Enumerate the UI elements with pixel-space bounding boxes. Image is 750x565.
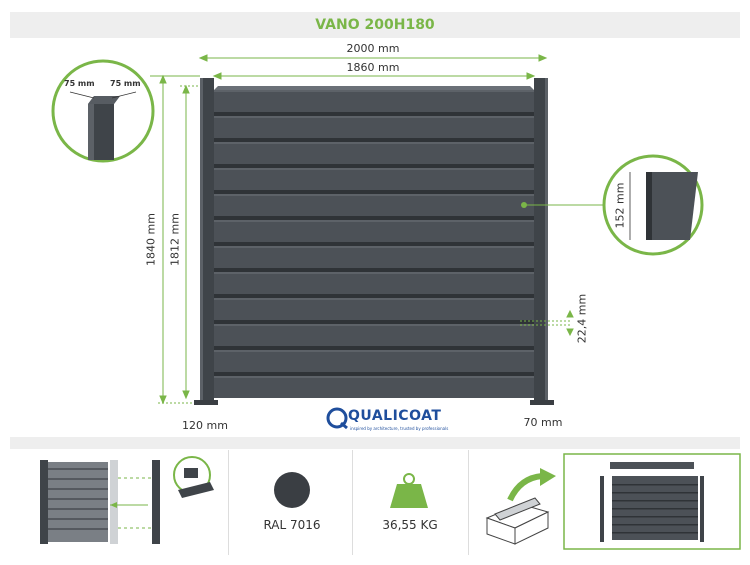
- color-swatch-icon: [274, 472, 310, 508]
- feature-divider: [468, 450, 469, 555]
- color-label: RAL 7016: [263, 518, 321, 532]
- top-cap: [214, 86, 534, 90]
- panel-height-label: 1812 mm: [168, 213, 182, 266]
- fence-slats: [214, 90, 534, 398]
- total-height-label: 1840 mm: [144, 213, 158, 266]
- box-delivery-icon: [485, 468, 556, 545]
- weight-label: 36,55 KG: [382, 518, 438, 532]
- gap-callout: [520, 309, 574, 337]
- left-post-base: [194, 400, 218, 405]
- qualicoat-logo: [326, 407, 348, 430]
- qualicoat-tagline: inspired by architecture, trusted by pro…: [350, 426, 449, 431]
- dim-line-total-width: [198, 54, 548, 62]
- feature-divider: [352, 450, 353, 555]
- post-section-a-label: 75 mm: [64, 79, 95, 88]
- qualicoat-brand: QUALICOAT: [348, 408, 442, 424]
- page-title: VANO 200H180: [315, 17, 435, 33]
- title-bar: VANO 200H180: [10, 12, 740, 38]
- dim-line-panel-height: [180, 84, 212, 400]
- post-base-label: 120 mm: [182, 419, 228, 432]
- section-divider: [10, 437, 740, 449]
- right-post-base: [530, 400, 554, 405]
- post-detail-callout: [51, 59, 200, 163]
- slat-detail-callout: [521, 154, 704, 256]
- dim-line-panel-width: [212, 72, 536, 80]
- post-section-b-label: 75 mm: [110, 79, 141, 88]
- post-width-label: 70 mm: [523, 416, 563, 429]
- assembled-kit-icon: [563, 453, 741, 550]
- total-width-label: 2000 mm: [346, 42, 400, 55]
- panel-width-label: 1860 mm: [346, 61, 400, 74]
- gap-label: 22,4 mm: [575, 293, 589, 344]
- weight-icon: [390, 473, 428, 508]
- feature-divider: [228, 450, 229, 555]
- assembly-illustration: [40, 456, 214, 544]
- right-post: [534, 78, 548, 403]
- slat-height-label: 152 mm: [613, 182, 627, 229]
- left-post: [200, 78, 214, 403]
